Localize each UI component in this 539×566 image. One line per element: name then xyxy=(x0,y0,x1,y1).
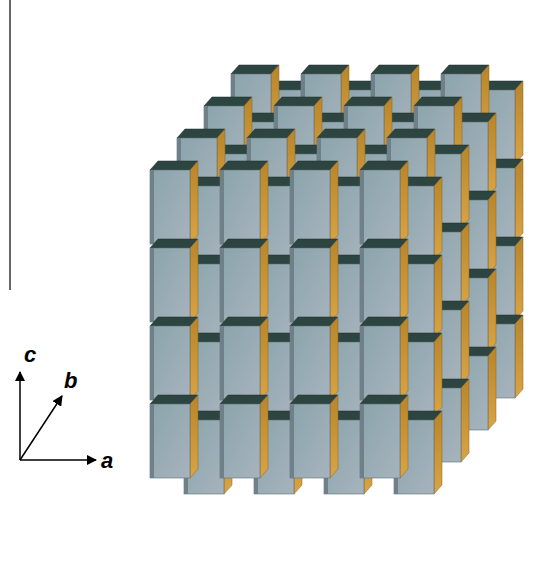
plate xyxy=(360,239,408,322)
plate xyxy=(290,239,338,322)
axis-label: b xyxy=(64,370,77,392)
plate xyxy=(360,395,408,478)
plate-stack xyxy=(150,65,523,494)
axis-label: c xyxy=(24,344,36,366)
plate xyxy=(360,317,408,400)
plate xyxy=(290,317,338,400)
plate xyxy=(150,161,198,244)
axis-label: a xyxy=(101,450,113,472)
plate xyxy=(220,239,268,322)
c-axis xyxy=(19,372,21,460)
b-axis xyxy=(20,396,62,460)
plate xyxy=(150,317,198,400)
plate xyxy=(150,239,198,322)
plate xyxy=(360,161,408,244)
frame-line xyxy=(9,0,10,290)
plate xyxy=(290,161,338,244)
a-axis xyxy=(20,459,96,461)
axes xyxy=(20,372,96,460)
plate xyxy=(220,317,268,400)
plate xyxy=(150,395,198,478)
plate xyxy=(220,161,268,244)
plate xyxy=(220,395,268,478)
plate xyxy=(290,395,338,478)
